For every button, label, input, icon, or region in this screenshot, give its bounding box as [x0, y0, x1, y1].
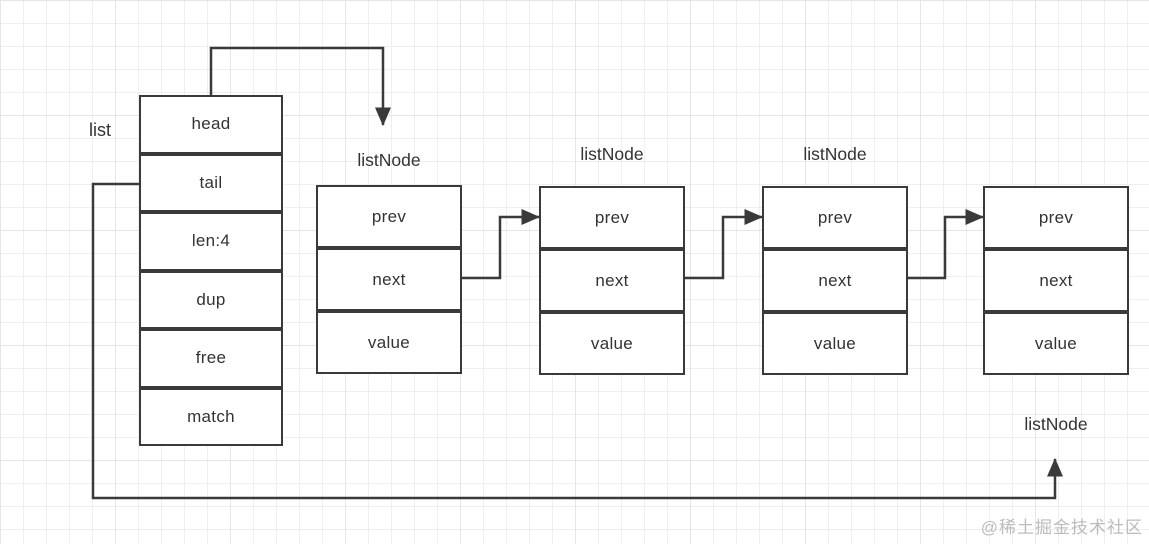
arrow-node2-to-node3 [683, 208, 763, 280]
node3-field-next: next [762, 249, 908, 312]
listnode-3-label: listNode [803, 144, 867, 164]
listnode-4-label: listNode [1024, 414, 1088, 434]
list-field-free: free [139, 329, 283, 388]
list-struct-label: list [89, 120, 111, 140]
node4-field-next: next [983, 249, 1129, 312]
node4-field-prev: prev [983, 186, 1129, 249]
node1-field-prev: prev [316, 185, 462, 248]
node2-field-next: next [539, 249, 685, 312]
list-field-head: head [139, 95, 283, 154]
listnode-1-label: listNode [357, 150, 421, 170]
node3-field-prev: prev [762, 186, 908, 249]
node1-field-next: next [316, 248, 462, 311]
listnode-1-box: prev next value [316, 185, 462, 374]
listnode-4-box: prev next value [983, 186, 1129, 375]
list-field-tail: tail [139, 153, 283, 212]
arrow-node1-to-node2 [460, 208, 540, 280]
list-field-dup: dup [139, 270, 283, 329]
node2-field-value: value [539, 312, 685, 375]
watermark-text: @稀土掘金技术社区 [980, 518, 1143, 537]
list-field-match: match [139, 387, 283, 446]
node3-field-value: value [762, 312, 908, 375]
node4-field-value: value [983, 312, 1129, 375]
node1-field-value: value [316, 311, 462, 374]
listnode-3-box: prev next value [762, 186, 908, 375]
listnode-2-label: listNode [580, 144, 644, 164]
list-field-len: len:4 [139, 212, 283, 271]
arrow-node3-to-node4 [906, 208, 984, 280]
listnode-2-box: prev next value [539, 186, 685, 375]
list-struct-box: head tail len:4 dup free match [139, 95, 283, 446]
node2-field-prev: prev [539, 186, 685, 249]
